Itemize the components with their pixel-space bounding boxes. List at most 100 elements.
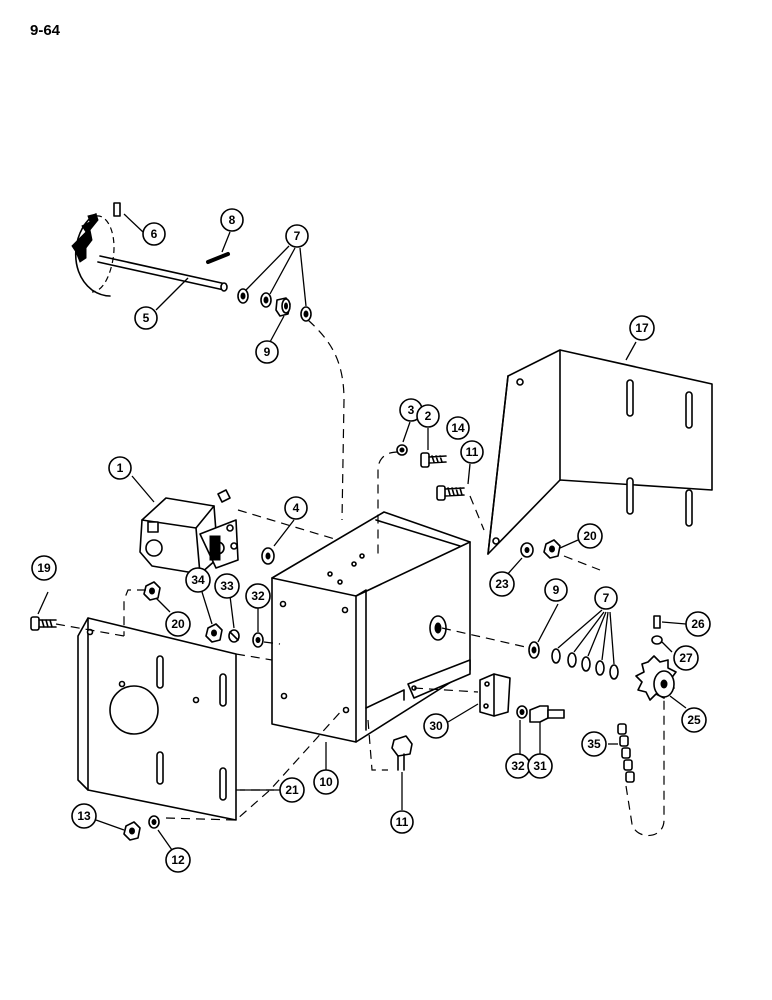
callout-label: 1 [117,461,124,475]
assembly-lines [55,319,665,837]
page-number: 9-64 [30,22,61,39]
part-nut-20-right [543,539,561,559]
callout-label: 11 [466,445,479,459]
callout-label: 20 [171,617,185,631]
part-block-30 [479,673,511,717]
callout-label: 5 [143,311,150,325]
callout-label: 10 [319,775,333,789]
part-bracket-17 [487,349,713,555]
callout-12: 12 [165,847,191,873]
part-roll-pin-8 [206,252,230,264]
part-washer-32-right [516,705,528,719]
callout-20-right: 20 [577,523,603,549]
callout-21: 21 [279,777,305,803]
callout-27: 27 [673,645,699,671]
part-washer-23 [520,542,534,558]
callout-20-left: 20 [165,611,191,637]
part-screw-11-upper [436,485,465,501]
callout-label: 31 [533,759,547,773]
part-chain-35 [617,723,635,783]
callout-label: 27 [679,651,693,665]
callout-19: 19 [31,555,57,581]
callout-9-upper: 9 [255,340,279,364]
callout-label: 30 [429,719,443,733]
leader-lines [37,213,687,851]
callout-label: 12 [171,853,185,867]
part-nut-34 [205,623,223,643]
callout-14: 14 [446,416,470,440]
callout-34: 34 [185,567,211,593]
callout-label: 3 [408,403,415,417]
part-bushing-9-upper [275,297,291,317]
part-washers-7-right [551,648,619,680]
callout-label: 17 [635,321,649,335]
part-nut-20-left [143,581,161,601]
callout-label: 9 [553,583,560,597]
callout-label: 8 [229,213,236,227]
part-plate-21 [77,617,237,821]
callout-label: 7 [294,229,301,243]
callout-25: 25 [681,707,707,733]
callout-11-upper: 11 [460,440,484,464]
callout-label: 35 [587,737,601,751]
callout-2: 2 [416,404,440,428]
callout-label: 7 [603,591,610,605]
callout-26: 26 [685,611,711,637]
part-nut-27 [651,635,663,645]
callout-8: 8 [220,208,244,232]
callout-label: 4 [293,501,300,515]
part-washer-12 [148,815,160,829]
callout-label: 21 [285,783,299,797]
callout-31: 31 [527,753,553,779]
callout-label: 23 [495,577,509,591]
callout-label: 2 [425,409,432,423]
part-bolt-19 [30,616,57,631]
callout-9-right: 9 [544,578,568,602]
callout-7-right: 7 [594,586,618,610]
callout-label: 33 [220,579,234,593]
part-screw-11-lower [391,735,413,771]
callout-32-right: 32 [505,753,531,779]
part-screw-2 [420,452,447,468]
callout-label: 6 [151,227,158,241]
callout-4: 4 [284,496,308,520]
part-washer-32-left [252,632,264,648]
callout-23: 23 [489,571,515,597]
callout-label: 20 [583,529,597,543]
part-sprocket-25 [635,655,677,701]
callout-label: 32 [511,759,525,773]
callout-17: 17 [629,315,655,341]
callout-6: 6 [142,222,166,246]
part-setscrew-26 [653,615,661,629]
part-bolt-31 [529,705,565,723]
callout-1: 1 [108,456,132,480]
callout-30: 30 [423,713,449,739]
part-lockwasher-33 [228,629,240,643]
part-bushing-4 [261,547,275,565]
callout-label: 34 [191,573,205,587]
callout-label: 32 [251,589,265,603]
callout-32-left: 32 [245,583,271,609]
callout-label: 13 [77,809,91,823]
part-housing-10 [271,511,471,743]
callout-label: 26 [691,617,705,631]
callout-35: 35 [581,731,607,757]
callout-33: 33 [214,573,240,599]
callout-label: 9 [264,345,271,359]
part-bushing-9-right [528,641,540,659]
part-shaft-gear-5 [71,213,228,297]
callout-label: 19 [37,561,51,575]
callout-10: 10 [313,769,339,795]
part-washers-7-upper [237,288,312,322]
callout-13: 13 [71,803,97,829]
part-pin-6 [113,202,121,217]
callout-label: 11 [396,815,409,829]
callout-label: 14 [451,421,465,435]
callout-11-lower: 11 [390,810,414,834]
callout-label: 25 [687,713,701,727]
callout-5: 5 [134,306,158,330]
part-washer-3 [396,444,408,456]
part-nut-13 [123,821,141,841]
part-actuator-1 [139,489,239,575]
